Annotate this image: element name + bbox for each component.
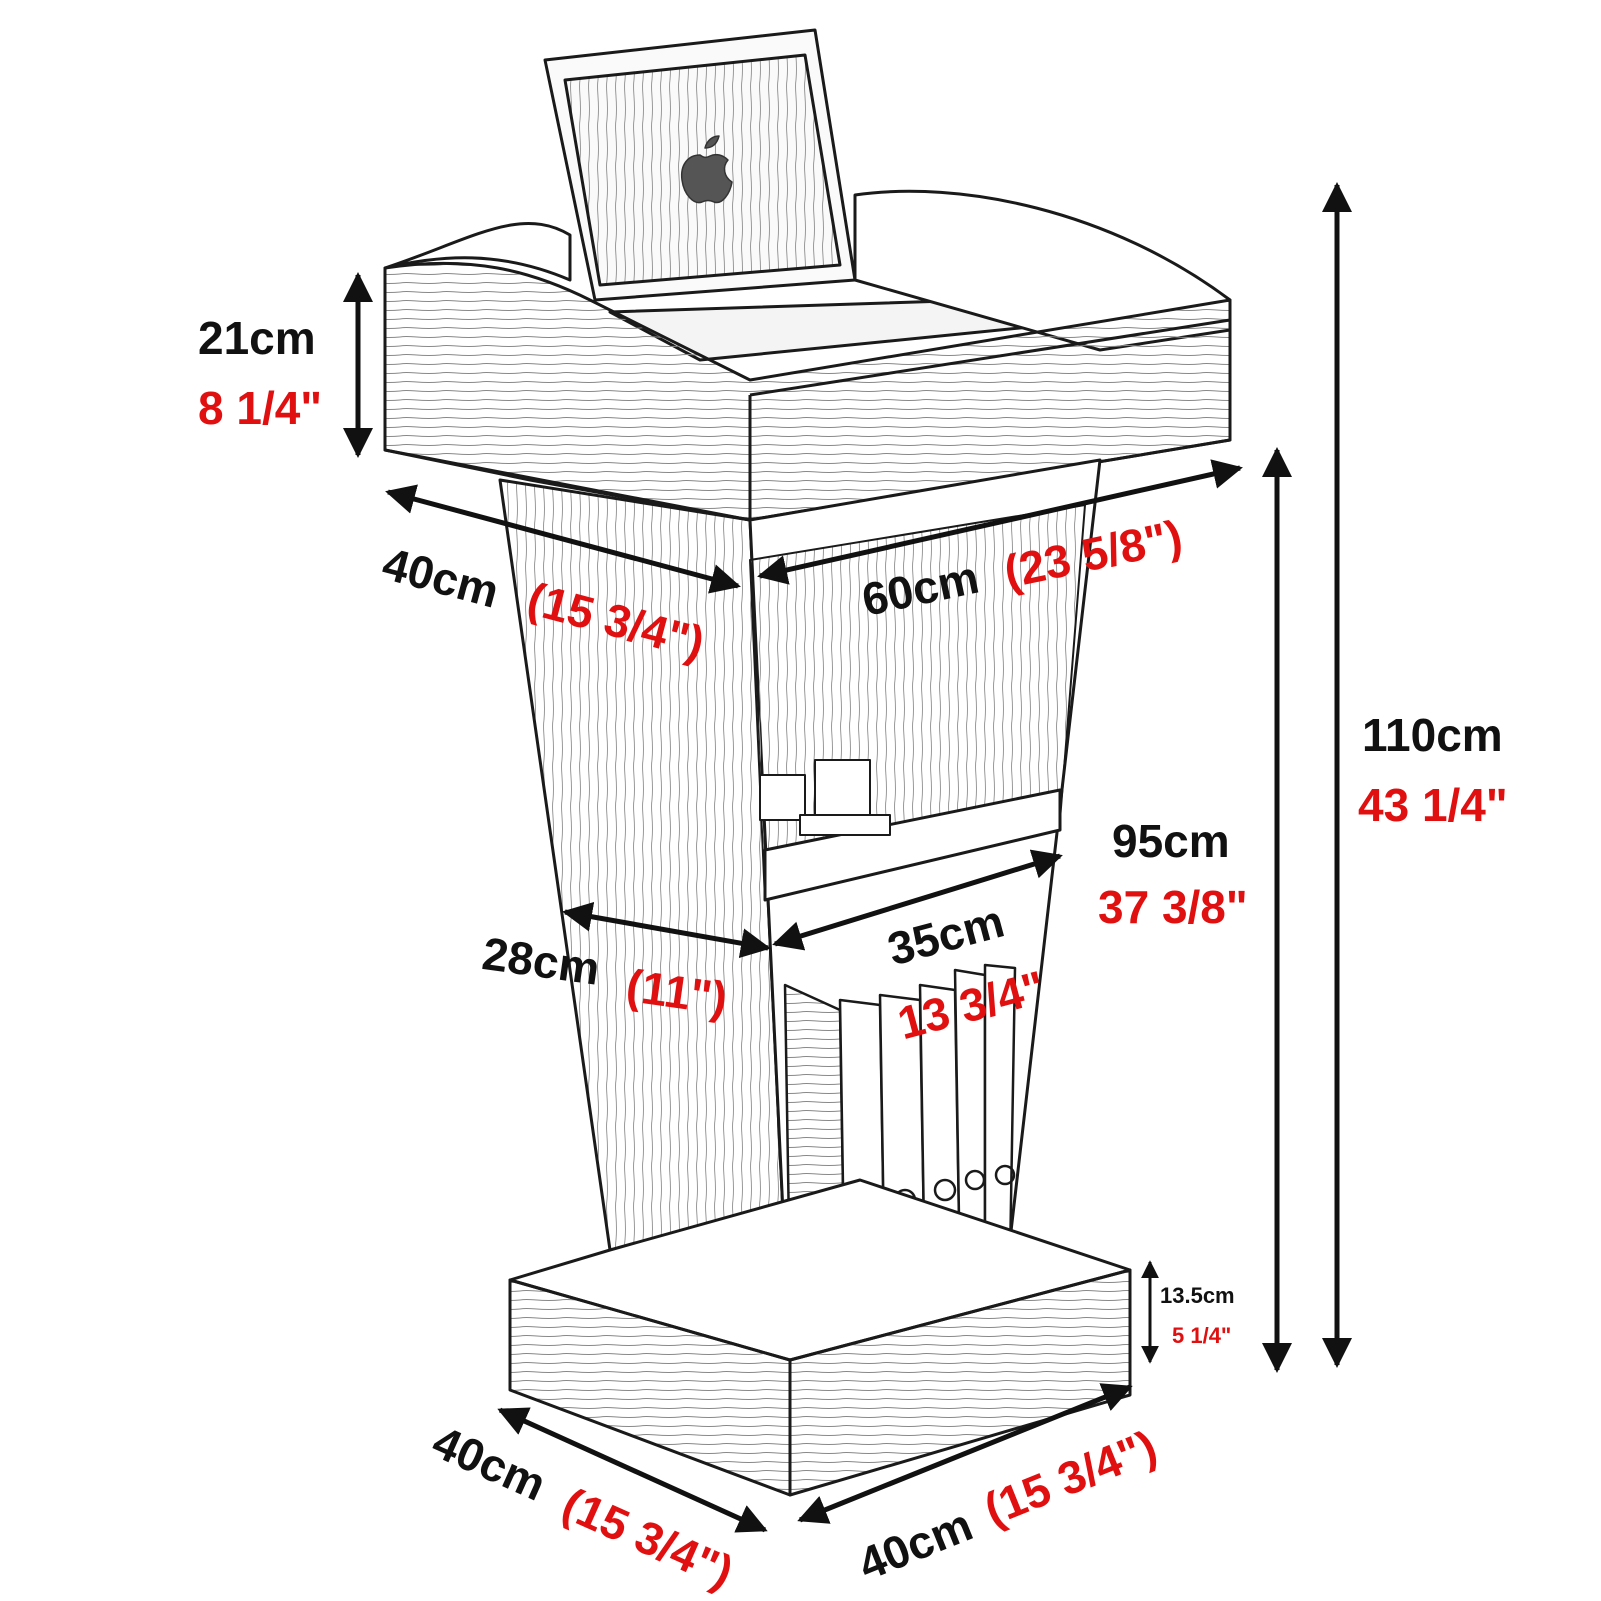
- laptop-icon: [543, 28, 1052, 362]
- body-height-metric: 95cm: [1112, 815, 1230, 867]
- top-height-imperial: 8 1/4": [198, 382, 323, 434]
- base-height-metric: 13.5cm: [1160, 1283, 1235, 1308]
- apple-logo-icon: [680, 135, 733, 204]
- arrow-shelf-depth: [562, 901, 771, 959]
- total-height-metric: 110cm: [1362, 709, 1503, 761]
- podium-drawing: [383, 28, 1232, 1497]
- top-height-metric: 21cm: [198, 312, 316, 364]
- dimension-arrows: [343, 182, 1352, 1533]
- shelf-items: [759, 759, 891, 836]
- body-height-imperial: 37 3/8": [1098, 881, 1248, 933]
- arrow-top-depth: [385, 484, 741, 594]
- arrow-top-width: [757, 459, 1243, 585]
- arrow-shelf-width: [772, 849, 1063, 951]
- arrow-base-depth: [497, 1407, 768, 1533]
- arrow-base-width: [797, 1383, 1133, 1524]
- podium-base: [508, 1178, 1132, 1497]
- total-height-imperial: 43 1/4": [1358, 779, 1508, 831]
- base-height-imperial: 5 1/4": [1172, 1323, 1232, 1348]
- podium-top: [383, 189, 1232, 522]
- shelf-depth-imperial: (11"): [623, 959, 731, 1025]
